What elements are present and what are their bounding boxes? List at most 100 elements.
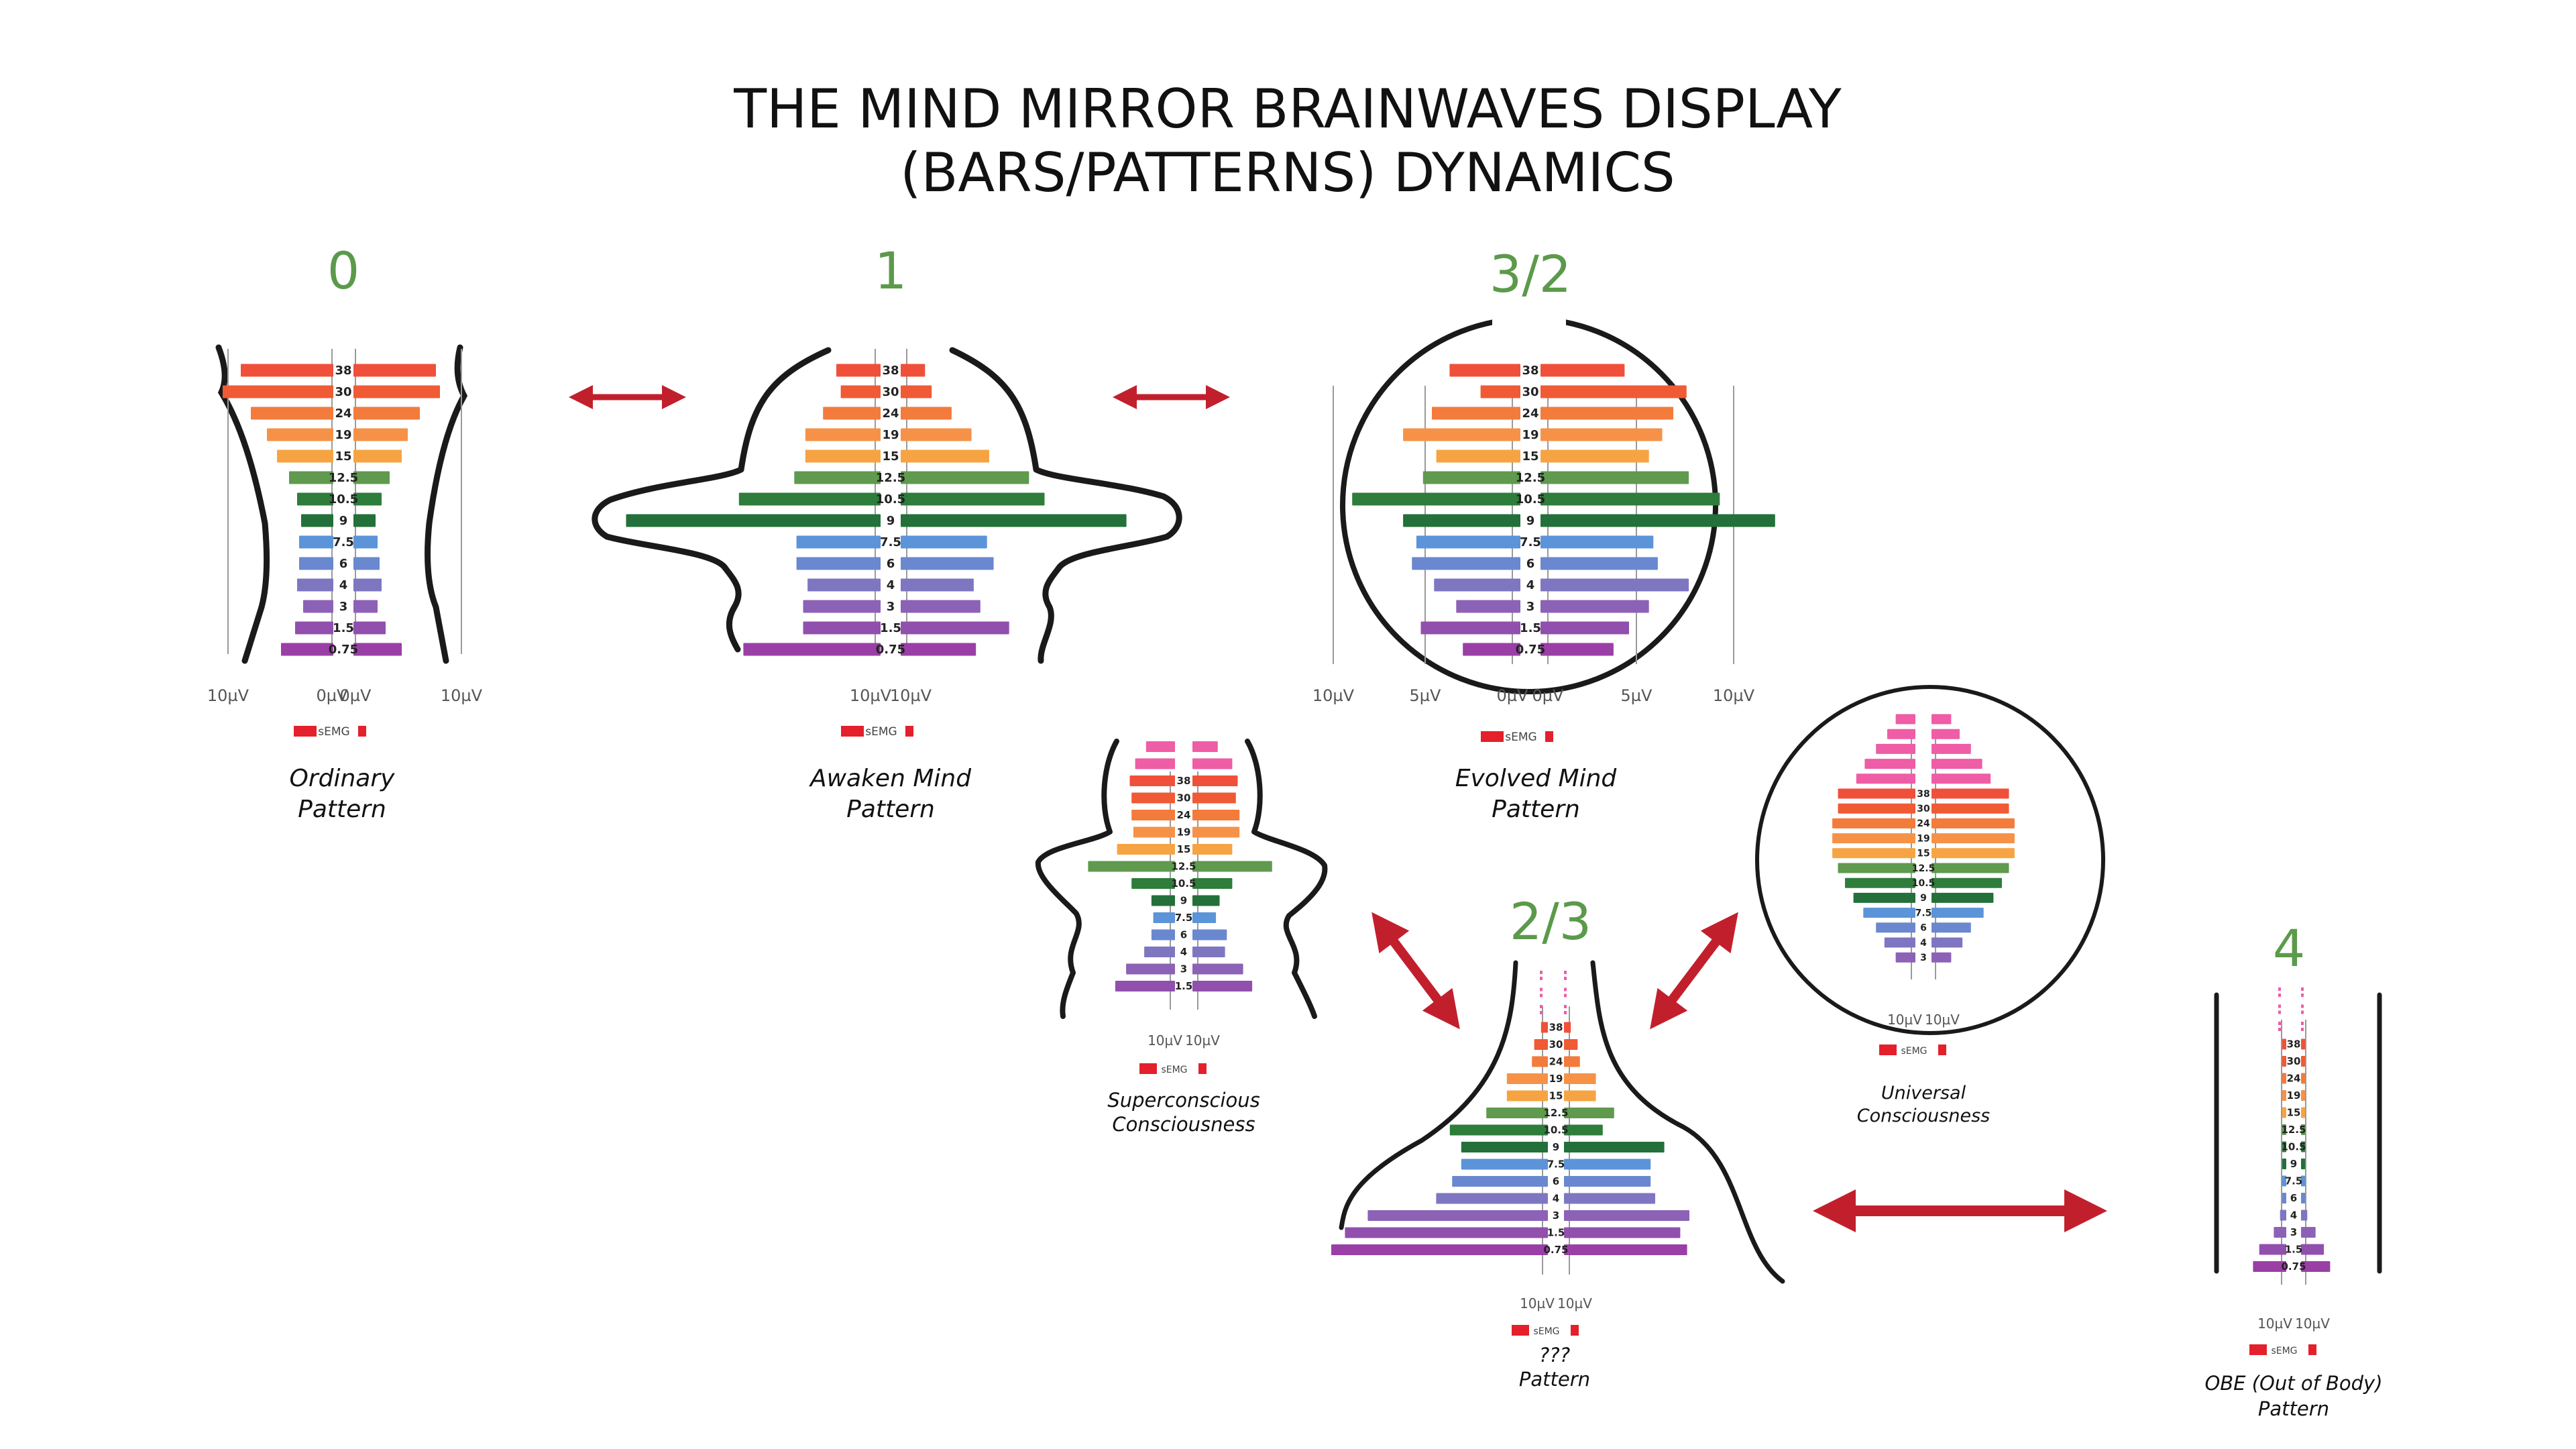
bar-left	[803, 621, 881, 635]
band-label: 15	[2287, 1107, 2301, 1119]
scale-label: 10µV	[1312, 686, 1355, 705]
bar-left	[1345, 1227, 1548, 1238]
semg-label: sEMG	[1505, 731, 1536, 744]
band-label: 30	[1917, 804, 1930, 814]
band-label: 12.5	[876, 471, 905, 485]
band-label: 38	[335, 364, 351, 378]
bar-right	[1931, 848, 2015, 859]
band-label: 0.75	[2281, 1260, 2306, 1273]
band-label: 12.5	[1543, 1107, 1568, 1119]
band-label: 6	[2290, 1192, 2297, 1204]
bar-left	[803, 600, 881, 613]
scale-label: 10µV	[207, 686, 249, 705]
bar-left	[1129, 775, 1175, 786]
bar-right	[1192, 861, 1272, 872]
bar-left	[2282, 1124, 2286, 1135]
scale-label: 10µV	[1887, 1012, 1922, 1028]
semg-label: sEMG	[865, 725, 897, 739]
bar-left	[1845, 877, 1915, 888]
bar-left	[1506, 1073, 1548, 1084]
semg-bar-left	[1481, 731, 1504, 742]
band-label: 38	[1177, 775, 1191, 787]
band-label: 10.5	[1171, 877, 1196, 890]
band-label: 7.5	[333, 535, 354, 549]
band-label: 1.5	[1547, 1227, 1565, 1239]
bar-left	[1838, 803, 1915, 814]
band-label: 24	[882, 407, 899, 421]
bar-left	[1144, 947, 1175, 957]
bar-right	[1931, 937, 1963, 948]
bar-right	[901, 557, 994, 570]
bar-left	[1856, 773, 1915, 784]
semg-bar-right	[2308, 1344, 2316, 1355]
bar-right	[353, 385, 440, 398]
band-label: 15	[1549, 1090, 1563, 1102]
band-label: 15	[1177, 843, 1191, 855]
bar-left	[1131, 792, 1175, 804]
band-label: 38	[1917, 789, 1929, 800]
bar-left	[251, 407, 333, 420]
bar-left	[297, 578, 333, 592]
bar-right	[1192, 878, 1233, 889]
bar-left	[1452, 1176, 1548, 1187]
band-label: 30	[335, 385, 351, 399]
bar-left	[1449, 1124, 1548, 1136]
band-label: 10.5	[876, 492, 905, 506]
bar-right	[353, 578, 382, 592]
bar-left	[1434, 578, 1520, 592]
band-label: 38	[1522, 364, 1538, 378]
bar-right	[2301, 1090, 2306, 1101]
band-label: 7.5	[1175, 912, 1193, 924]
outline-obe	[2214, 992, 2382, 1274]
bar-right	[1931, 773, 1991, 784]
band-label: 1.5	[1175, 980, 1193, 992]
bar-left	[1895, 952, 1915, 963]
bar-right	[353, 428, 408, 441]
band-label: 0.75	[876, 643, 905, 657]
bar-right	[1564, 1124, 1603, 1136]
bar-left	[2274, 1227, 2286, 1238]
scale-label: 0µV	[317, 686, 349, 705]
bar-right	[901, 643, 976, 656]
band-label: 24	[335, 407, 351, 421]
bar-right	[1931, 877, 2002, 888]
bar-right	[1931, 788, 2009, 799]
bar-right	[2301, 1227, 2316, 1238]
bar-right	[353, 364, 436, 377]
bar-left	[2282, 1141, 2286, 1152]
bar-left	[1486, 1108, 1548, 1118]
bar-left	[1126, 963, 1175, 975]
band-label: 4	[887, 578, 895, 592]
semg-bar-left	[294, 726, 317, 737]
bar-right	[2301, 1210, 2308, 1221]
bar-left	[301, 514, 333, 527]
band-label: 3	[1920, 953, 1927, 963]
bar-right	[353, 407, 420, 420]
bar-right	[1931, 892, 1994, 903]
bar-left	[796, 557, 881, 570]
band-label: 9	[1180, 895, 1187, 907]
bar-right	[2301, 1141, 2306, 1152]
arrow-super-23	[1371, 912, 1460, 1030]
scale-label: 10µV	[1925, 1012, 1960, 1028]
semg-bar-right	[1545, 731, 1553, 742]
bar-left	[805, 428, 881, 441]
semg-label: sEMG	[1533, 1326, 1559, 1337]
bar-right	[2301, 1124, 2306, 1135]
bar-right	[1541, 385, 1687, 398]
bar-right	[901, 600, 981, 613]
bar-left	[1331, 1244, 1548, 1255]
bar-left	[2282, 1073, 2286, 1084]
bar-right	[1541, 535, 1654, 549]
band-label: 30	[1522, 385, 1538, 399]
bar-left	[2282, 1193, 2286, 1203]
bar-left	[1088, 861, 1175, 872]
bar-left	[1853, 892, 1915, 903]
bar-right	[353, 471, 390, 484]
caption-unknown-1: ???	[1539, 1344, 1570, 1366]
bar-left	[738, 492, 881, 506]
band-label: 3	[1180, 963, 1187, 975]
bar-left	[1832, 848, 1915, 859]
bar-right	[1192, 929, 1227, 941]
bar-left	[2282, 1159, 2286, 1169]
